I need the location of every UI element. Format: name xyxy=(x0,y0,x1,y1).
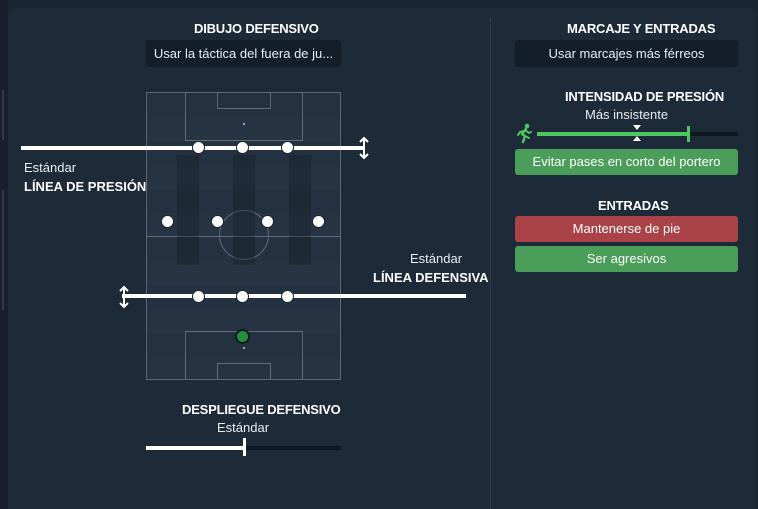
player-defender-left[interactable] xyxy=(192,290,205,303)
defensive-width-slider-handle[interactable] xyxy=(243,438,246,456)
press-shadow-left xyxy=(177,155,199,265)
get-stuck-in-button[interactable]: Ser agresivos xyxy=(515,246,738,272)
player-forward-centre[interactable] xyxy=(236,141,249,154)
defensive-line-value: Estándar xyxy=(410,251,463,266)
player-midfield-centre-right[interactable] xyxy=(261,215,274,228)
defensive-line-label: LÍNEA DEFENSIVA xyxy=(373,270,489,285)
pressing-intensity-value: Más insistente xyxy=(585,107,669,122)
marking-heading: MARCAJE Y ENTRADAS xyxy=(567,21,716,36)
marking-dropdown[interactable]: Usar marcajes más férreos xyxy=(515,40,738,67)
player-defender-right[interactable] xyxy=(281,290,294,303)
player-forward-right[interactable] xyxy=(281,141,294,154)
vertical-resize-icon[interactable] xyxy=(357,136,371,160)
pressing-line-value: Estándar xyxy=(24,160,77,175)
player-defender-centre[interactable] xyxy=(236,290,249,303)
prevent-short-gk-distribution-button[interactable]: Evitar pases en corto del portero xyxy=(515,149,738,175)
top-goal-area xyxy=(217,93,271,109)
default-marker-icon xyxy=(633,125,641,141)
defensive-width-heading: DESPLIEGUE DEFENSIVO xyxy=(182,402,341,417)
player-forward-left[interactable] xyxy=(192,141,205,154)
bottom-penalty-spot xyxy=(243,347,245,349)
player-midfield-right[interactable] xyxy=(312,215,325,228)
stay-on-feet-button[interactable]: Mantenerse de pie xyxy=(515,216,738,242)
pressing-line-label: LÍNEA DE PRESIÓN xyxy=(24,179,147,194)
bottom-goal-area xyxy=(217,363,271,379)
defensive-width-slider-fill xyxy=(146,446,244,450)
pressing-intensity-slider-handle[interactable] xyxy=(687,126,690,142)
vertical-resize-icon[interactable] xyxy=(117,285,131,309)
press-shadow-right xyxy=(289,155,311,265)
pressing-intensity-heading: INTENSIDAD DE PRESIÓN xyxy=(565,89,725,104)
defensive-line-bar[interactable] xyxy=(122,294,466,298)
defensive-shape-heading: DIBUJO DEFENSIVO xyxy=(194,21,319,36)
running-player-icon xyxy=(517,123,532,144)
defensive-width-value: Estándar xyxy=(217,420,270,435)
top-penalty-area xyxy=(185,93,303,141)
left-edge xyxy=(0,0,8,509)
player-midfield-left[interactable] xyxy=(161,215,174,228)
column-divider xyxy=(490,18,491,509)
defensive-shape-dropdown[interactable]: Usar la táctica del fuera de ju... xyxy=(146,40,341,67)
player-midfield-centre-left[interactable] xyxy=(211,215,224,228)
tackling-heading: ENTRADAS xyxy=(598,198,669,213)
pressing-intensity-slider-fill xyxy=(537,132,688,136)
centre-circle xyxy=(219,210,269,260)
tactics-pitch xyxy=(146,92,341,380)
top-penalty-spot xyxy=(243,123,245,125)
press-shadow-centre xyxy=(233,155,255,265)
player-goalkeeper[interactable] xyxy=(235,329,250,344)
